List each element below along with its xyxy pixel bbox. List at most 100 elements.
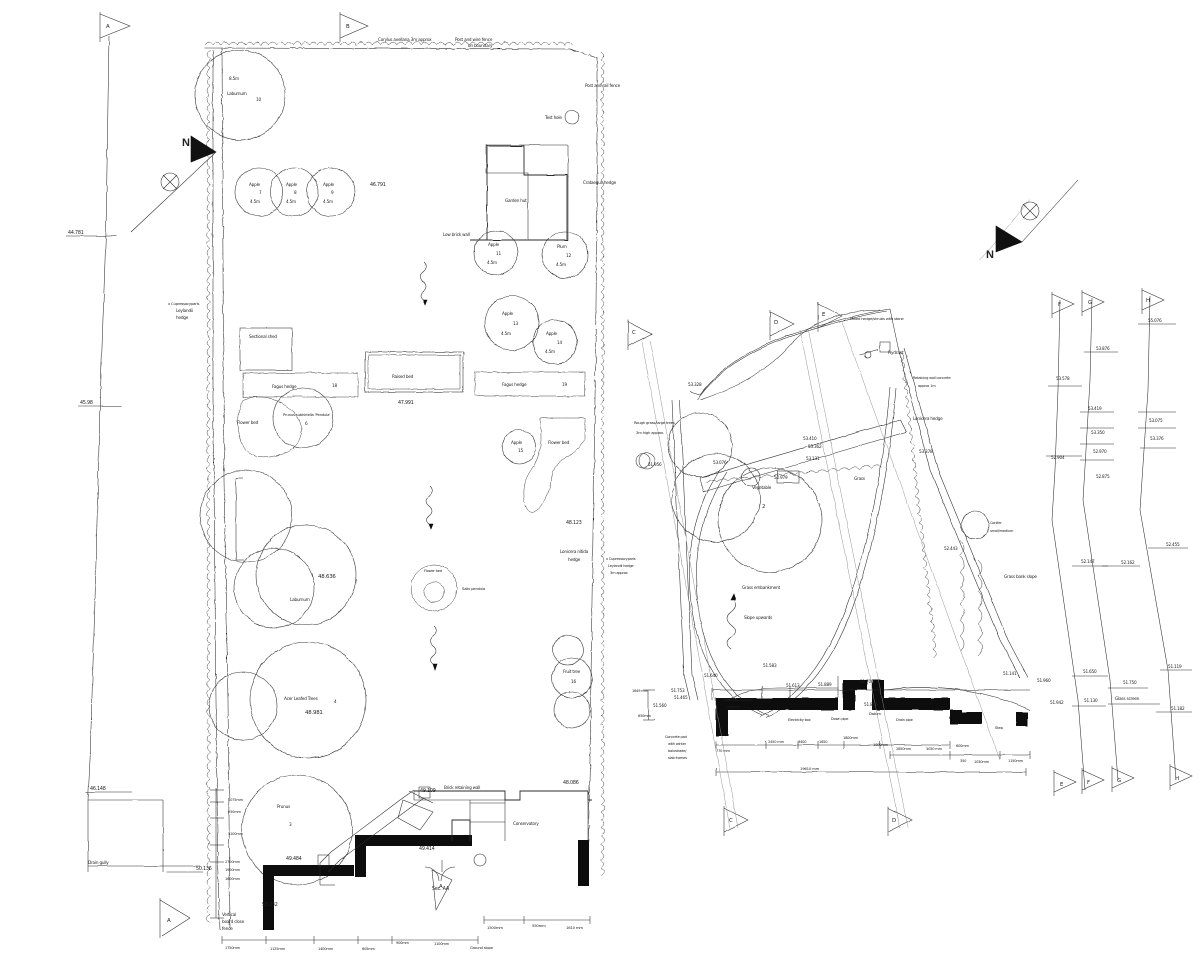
- note-drain-pipe: Drain pipe: [896, 718, 914, 722]
- dim-ground-slope: Ground slope: [470, 945, 494, 950]
- sl-glass-screen: Glass screen: [1115, 696, 1140, 701]
- spot-level-46791: 46.791: [370, 182, 386, 188]
- note-vertical-fence-2: board close: [222, 919, 245, 924]
- rdim-1649: 1649 mm: [632, 689, 649, 693]
- tree-4-level: 48.981: [305, 710, 323, 716]
- sec-marker-A-topleft: A: [106, 24, 110, 30]
- dim-1100: 1100mm: [434, 942, 450, 946]
- note-step: Step: [995, 725, 1004, 730]
- sl-51750: 51.750: [1123, 680, 1137, 685]
- tree-13-number: 13: [513, 321, 518, 326]
- level-bed-east: 48.123: [566, 520, 582, 526]
- label-fagus-hedge-east: Fagus hedge: [502, 382, 527, 387]
- tree-3-number: 3: [289, 822, 292, 827]
- r-level-51942: 51.942: [1050, 700, 1064, 705]
- sl-52455: 52.455: [1166, 542, 1180, 547]
- rdim-2850: 2850mm: [896, 747, 912, 751]
- r-level-53410: 53.410: [803, 436, 817, 441]
- rdim-1800: 1800mm: [843, 736, 859, 740]
- tree-10-species: Laburnum: [227, 91, 247, 96]
- north-label-right: N: [986, 249, 994, 261]
- r-sec-marker-E2: E: [1060, 782, 1064, 788]
- note-concrete-pad-4: slab frames: [668, 756, 687, 760]
- note-lonicera-hedge-2: hedge: [568, 557, 581, 562]
- rdim-600: 600mm: [956, 744, 970, 748]
- spot-level-49414: 49.414: [419, 846, 435, 852]
- label-flower-bed-east: Flower bed: [548, 440, 570, 445]
- note-conifer: Conifer: [990, 521, 1002, 525]
- tree-16-species: Fruit tree: [563, 669, 581, 674]
- dim-1125: 1125mm: [270, 947, 286, 951]
- tree-12-number: 12: [566, 253, 571, 258]
- note-slope-upwards: Slope upwards: [744, 615, 772, 620]
- section-flags-left: [99, 12, 369, 938]
- rdim-3400: 3400: [798, 740, 807, 744]
- dim-left-1900: 1900mm: [225, 868, 241, 872]
- north-arrow-left: N: [130, 135, 217, 233]
- tree-7-number: 7: [259, 190, 262, 195]
- r-level-53076: 53.076: [713, 460, 727, 465]
- r-sec-marker-C2: C: [729, 818, 733, 824]
- slope-arrow-1: [419, 261, 428, 306]
- note-vertical-fence-1: Vertical: [222, 912, 236, 917]
- r-sec-marker-H2: H: [1175, 776, 1179, 782]
- r-level-51886: 51.886: [864, 702, 878, 707]
- note-rough-grass: Rough grass/large trees: [634, 420, 675, 425]
- note-downpipe: Down pipe: [831, 717, 849, 721]
- r-level-53328: 53.328: [688, 382, 702, 387]
- note-drainage-channel: Drainage channel: [724, 698, 753, 702]
- r-level-51560: 51.560: [653, 703, 667, 708]
- sl-53419: 53.419: [1088, 406, 1102, 411]
- flower-bed-west: [237, 396, 302, 458]
- dimension-lines-left: [210, 788, 591, 944]
- tree-8-spread: 4.5m: [286, 199, 296, 204]
- sl-52147: 52.147: [1081, 559, 1095, 564]
- note-brick-retaining-wall: Brick retaining wall: [444, 785, 480, 790]
- r-level-51889: 51.889: [818, 682, 832, 687]
- slope-arrow-3: [429, 625, 438, 671]
- r-level-53131: 53.131: [806, 456, 820, 461]
- rdim-2450: 2450 mm: [768, 740, 785, 744]
- note-hydrant: Hydrant: [888, 350, 904, 355]
- note-retaining-wall: Retaining wall concrete: [913, 376, 951, 380]
- dim-left-3100: 3100mm: [228, 832, 244, 836]
- flower-bed-circle: [410, 564, 458, 612]
- rdim-3030: 3030 mm: [926, 747, 943, 751]
- building-section-right: [711, 676, 1031, 736]
- tree-10-spread: 8.5m: [229, 76, 239, 81]
- tree-14-species: Apple: [546, 331, 558, 336]
- dim-1750: 1750mm: [225, 946, 241, 950]
- r-level-53362: 53.362: [808, 444, 822, 449]
- rdim-770: 770 mm: [716, 749, 731, 753]
- spot-level-46148: 46.148: [90, 786, 106, 792]
- note-retaining-wall-2: approx 1m: [918, 384, 936, 388]
- spot-level-50136: 50.136: [196, 866, 212, 872]
- r-level-51613: 51.613: [786, 683, 800, 688]
- r-level-51141: 51.141: [1003, 671, 1017, 676]
- flower-bed-east: [523, 417, 586, 513]
- note-drain-gully: Drain gully: [88, 860, 109, 865]
- rdim-350: 350: [960, 759, 967, 763]
- r-sec-marker-F: F: [1058, 302, 1061, 308]
- rdim-1000: 1000mm: [873, 743, 889, 747]
- sec-marker-sec-aa: A: [439, 884, 443, 890]
- dim-605: 605mm: [362, 947, 376, 951]
- rdim-1030: 1030mm: [974, 760, 990, 764]
- sl-53350: 53.350: [1091, 430, 1105, 435]
- section-line-A-left: [66, 35, 203, 873]
- r-sec-marker-D: D: [774, 320, 778, 326]
- dim-left-1600: 1600mm: [225, 877, 241, 881]
- note-concrete-pad-2: with winter: [668, 742, 687, 746]
- raised-bed: [364, 351, 464, 393]
- note-post-wire-fence: Post and wire fence: [455, 37, 493, 42]
- note-rough-grass-2: 3m high approx.: [636, 430, 664, 435]
- fagus-hedge-east-block: [474, 371, 586, 397]
- tree-3-species: Prunus: [277, 804, 290, 809]
- rdim-1650: 1650: [819, 740, 828, 744]
- note-grass-bank: Grass bank slope: [1004, 574, 1037, 579]
- note-conifer-2: small/medium: [990, 529, 1014, 533]
- tree-14-number: 14: [557, 340, 562, 345]
- note-lonicera-hedge: Lonicera nitida: [560, 549, 589, 554]
